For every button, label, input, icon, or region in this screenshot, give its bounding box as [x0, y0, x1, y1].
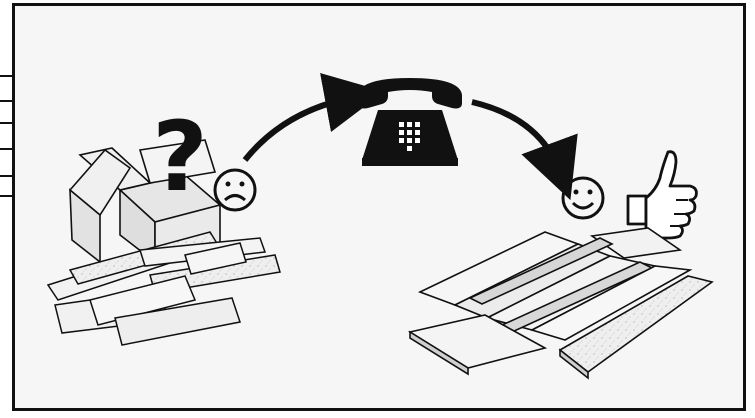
arrow-to-result — [472, 102, 560, 172]
sad-face-icon — [215, 170, 255, 210]
arrow-to-phone — [245, 97, 355, 160]
happy-face-icon — [563, 178, 603, 218]
thumbs-up-icon — [628, 152, 696, 238]
question-mark-icon: ? — [152, 101, 208, 213]
arranged-boards — [410, 228, 712, 378]
telephone-icon — [358, 78, 462, 166]
